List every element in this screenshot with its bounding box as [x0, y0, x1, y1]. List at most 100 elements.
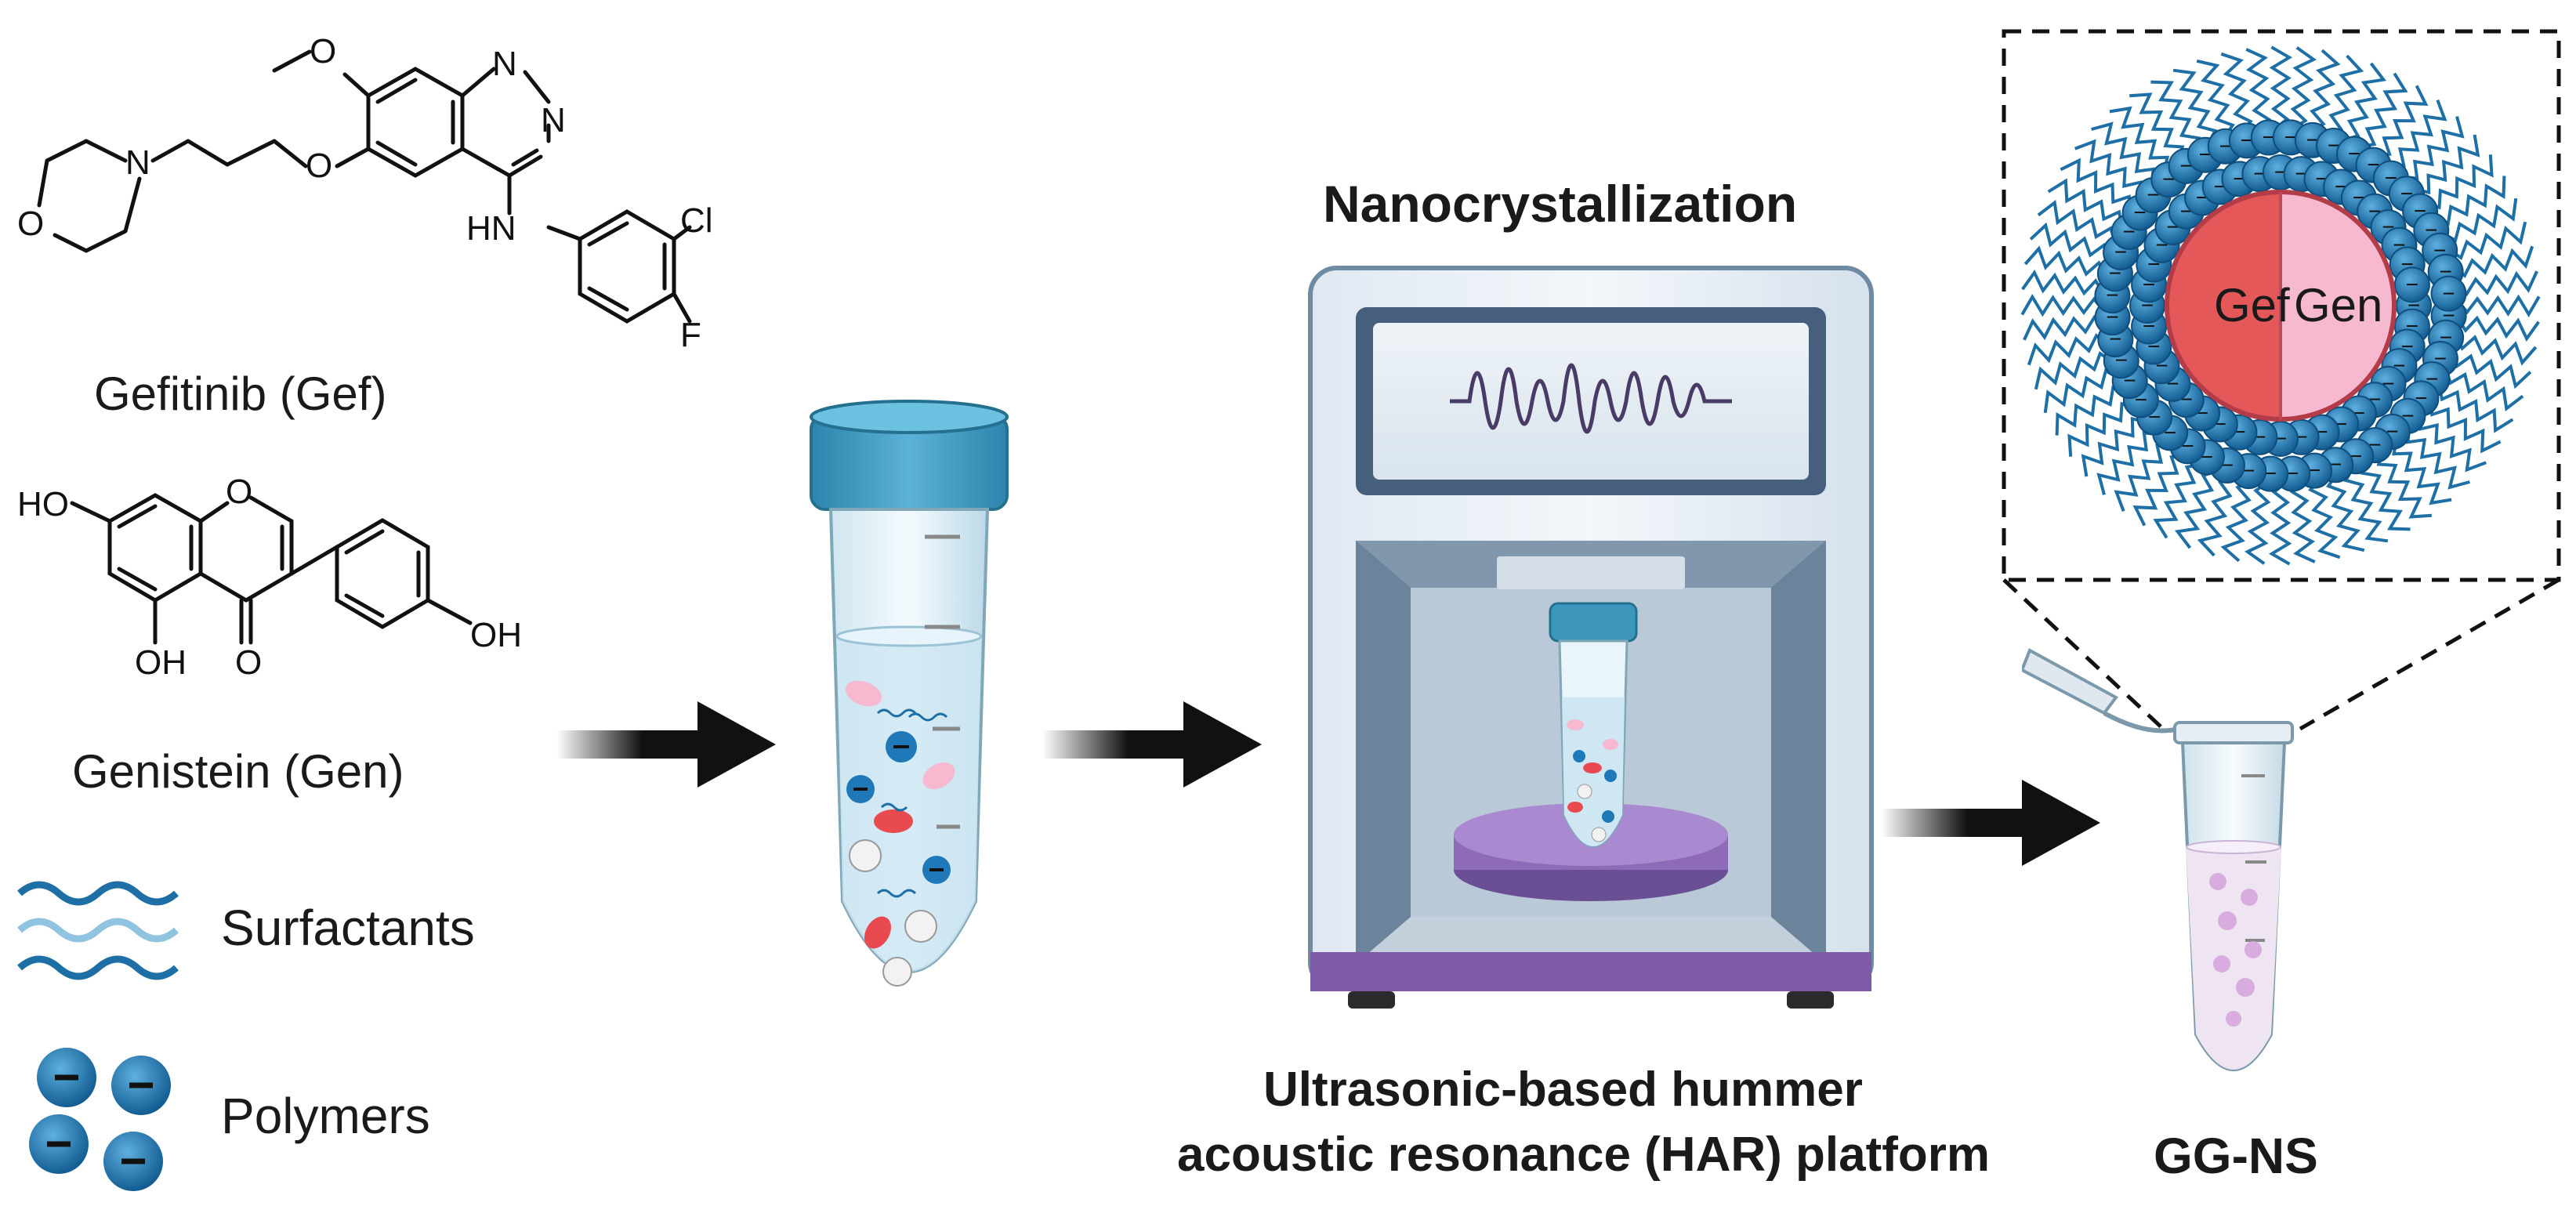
tube-icon [810, 400, 1009, 987]
device-caption-line2: acoustic resonance (HAR) platform [1177, 1128, 1990, 1182]
svg-text:−: − [2264, 462, 2277, 486]
surfactant-tail [2197, 474, 2237, 557]
surfactant-tail [2437, 382, 2514, 433]
surfactant-tail [2172, 68, 2218, 147]
surfactant-tail [2418, 412, 2487, 473]
genistein-label: Genistein (Gen) [72, 745, 404, 798]
surfactant-tail [2454, 270, 2538, 297]
surfactant-tail [2406, 426, 2470, 490]
arrow-right-icon [1042, 701, 1262, 788]
surfactant-icon [17, 881, 179, 980]
surfactant-tail [2060, 158, 2132, 213]
svg-text:−: − [2242, 458, 2255, 483]
legend-polymers-label: Polymers [221, 1088, 430, 1144]
surfactant-tail [2023, 245, 2108, 278]
device-icon [1308, 266, 1874, 1009]
surfactant-tail [2392, 437, 2452, 505]
surfactant-tail [2326, 471, 2365, 552]
gef-atom-o-methoxy: O [310, 32, 336, 71]
surfactant-tail [2244, 480, 2271, 565]
surfactant-tail [2342, 62, 2387, 143]
svg-text:−: − [2253, 161, 2266, 186]
surfactant-tail [2037, 199, 2118, 244]
surfactant-tail [2034, 351, 2115, 390]
gefitinib-structure: O N N O N O HN Cl F [17, 32, 713, 354]
surfactant-tail [2029, 222, 2112, 262]
surfactant-tail [2387, 99, 2447, 168]
surfactant-tail [2027, 333, 2110, 366]
surfactant-tail [2400, 116, 2465, 180]
gefitinib-label: Gefitinib (Gef) [94, 368, 387, 420]
surfactant-tail [2074, 139, 2143, 199]
surfactant-tail [2153, 462, 2204, 539]
gef-atom-cl: Cl [680, 201, 713, 240]
nanoparticle-icon: −−−−−−−−−−−−−−−−−−−−−−−−−−−−−−−−−−−−−−−−… [2020, 45, 2541, 566]
surfactant-tail [2245, 48, 2272, 132]
svg-text:−: − [2263, 125, 2275, 150]
core-gef-label: Gef [2214, 279, 2290, 331]
svg-text:−: − [2442, 281, 2455, 306]
surfactant-tail [2020, 293, 2106, 317]
surfactant-tail [2114, 444, 2174, 512]
svg-text:−: − [2306, 128, 2319, 152]
surfactant-tail [2455, 294, 2541, 318]
surfactant-tail [2308, 476, 2341, 560]
polymer-bead: − [2430, 275, 2467, 312]
surfactant-tail [2423, 154, 2494, 210]
eppendorf-icon [2022, 648, 2294, 1071]
surfactant-tail [2289, 479, 2316, 563]
svg-text:−: − [2406, 272, 2418, 296]
svg-text:−: − [2241, 128, 2253, 152]
surfactant-tail [2269, 45, 2293, 131]
surfactant-tail [2376, 448, 2432, 519]
surfactant-tail [2220, 478, 2253, 563]
surfactant-tail [2043, 368, 2121, 414]
gef-atom-n-morpholine: N [125, 143, 150, 182]
surfactant-tail [2174, 469, 2219, 549]
svg-text:−: − [2308, 458, 2321, 483]
surfactant-tail [2067, 401, 2138, 457]
device-caption-line1: Ultrasonic-based hummer [1263, 1063, 1863, 1117]
arrow-right-icon [1881, 780, 2100, 866]
surfactant-tail [2290, 46, 2317, 132]
surfactant-tail [2451, 245, 2534, 278]
surfactant-tail [2429, 398, 2502, 454]
surfactant-tail [2455, 315, 2540, 342]
surfactant-tail [2220, 52, 2253, 136]
gef-atom-o-morpholine: O [17, 205, 44, 243]
surfactant-tail [2096, 431, 2161, 495]
surfactant-tail [2132, 454, 2188, 527]
genistein-structure: HO O OH O OH [17, 473, 522, 682]
gef-atom-nh: HN [466, 209, 516, 248]
surfactant-tail [2360, 457, 2411, 531]
gen-atom-ho-left: HO [17, 485, 69, 523]
svg-text:−: − [2219, 134, 2232, 158]
surfactant-tail [2449, 349, 2532, 389]
surfactant-tail [2308, 49, 2341, 133]
surfactant-tail [2324, 54, 2364, 137]
svg-text:−: − [2295, 425, 2307, 449]
svg-text:−: − [2274, 426, 2287, 451]
polymer-bead: − [2393, 266, 2430, 303]
surfactant-tail [2444, 367, 2524, 412]
device-title: Nanocrystallization [1323, 175, 1798, 233]
surfactant-tail [2268, 480, 2292, 566]
surfactant-tail [2047, 178, 2124, 229]
surfactant-tail [2343, 465, 2389, 543]
surfactant-tail [2023, 314, 2107, 341]
core-gen-label: Gen [2294, 279, 2382, 331]
gen-atom-o-keto: O [235, 643, 262, 682]
surfactant-tail [2440, 197, 2518, 243]
gef-atom-n1: N [492, 45, 517, 83]
svg-text:−: − [2286, 461, 2299, 485]
surfactant-tail [2091, 121, 2155, 186]
surfactant-tail [2021, 269, 2107, 296]
surfactant-tail [2446, 221, 2527, 260]
gen-atom-oh-right: OH [470, 616, 522, 654]
surfactant-tail [2432, 176, 2506, 226]
surfactant-tail [2109, 106, 2169, 174]
surfactant-tail [2129, 92, 2185, 163]
svg-text:−: − [2274, 160, 2287, 184]
